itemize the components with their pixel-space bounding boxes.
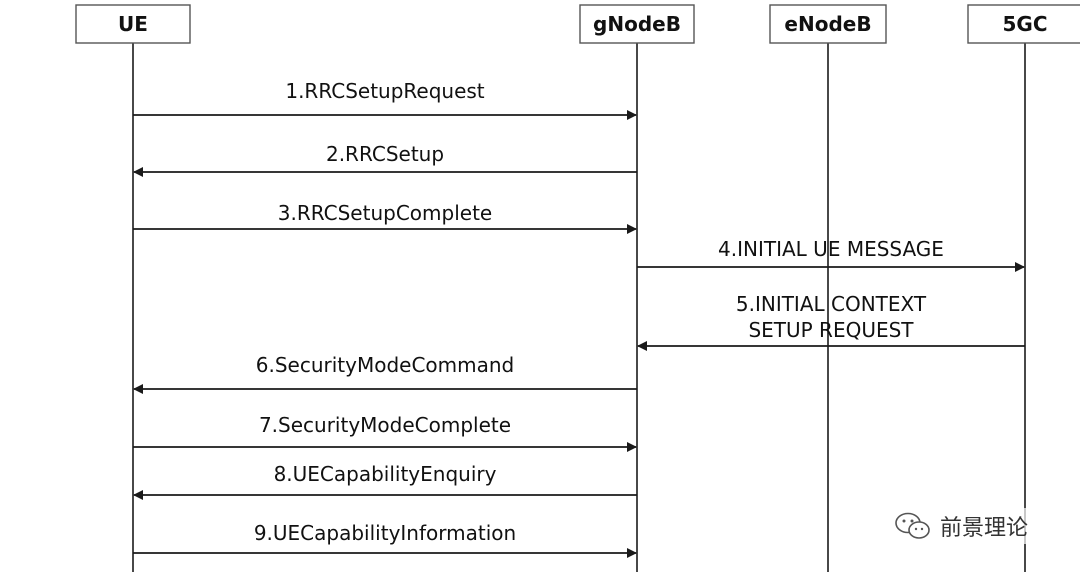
message-label: 3.RRCSetupComplete [278,201,492,225]
participant-label: gNodeB [593,12,681,36]
participant-box [967,4,1080,44]
participant-enb: eNodeB [769,4,887,44]
message-9: 9.UECapabilityInformation [133,521,637,558]
wechat-icon [895,512,930,539]
message-1: 1.RRCSetupRequest [133,79,637,120]
participant-box [579,4,695,44]
message-3: 3.RRCSetupComplete [133,201,637,234]
participant-ue: UE [75,4,191,44]
participant-label: 5GC [1002,12,1047,36]
participant-box [769,4,887,44]
message-label: 5.INITIAL CONTEXT [736,292,927,316]
message-6: 6.SecurityModeCommand [133,353,637,394]
message-label: 7.SecurityModeComplete [259,413,511,437]
message-label: 2.RRCSetup [326,142,444,166]
message-2: 2.RRCSetup [133,142,637,177]
participant-gnb: gNodeB [579,4,695,44]
message-label: 9.UECapabilityInformation [254,521,516,545]
message-7: 7.SecurityModeComplete [133,413,637,452]
message-label: 8.UECapabilityEnquiry [274,462,497,486]
message-8: 8.UECapabilityEnquiry [133,462,637,500]
participant-label: UE [118,12,148,36]
participant-box [75,4,191,44]
participant-core: 5GC [967,4,1080,44]
message-4: 4.INITIAL UE MESSAGE [637,237,1025,272]
message-label: 6.SecurityModeCommand [256,353,515,377]
message-label: 4.INITIAL UE MESSAGE [718,237,944,261]
watermark-text: 前景理论 [940,516,1029,541]
message-label: SETUP REQUEST [748,318,914,342]
message-label: 1.RRCSetupRequest [285,79,484,103]
watermark: 前景理论 [890,508,1033,544]
participant-label: eNodeB [784,12,871,36]
